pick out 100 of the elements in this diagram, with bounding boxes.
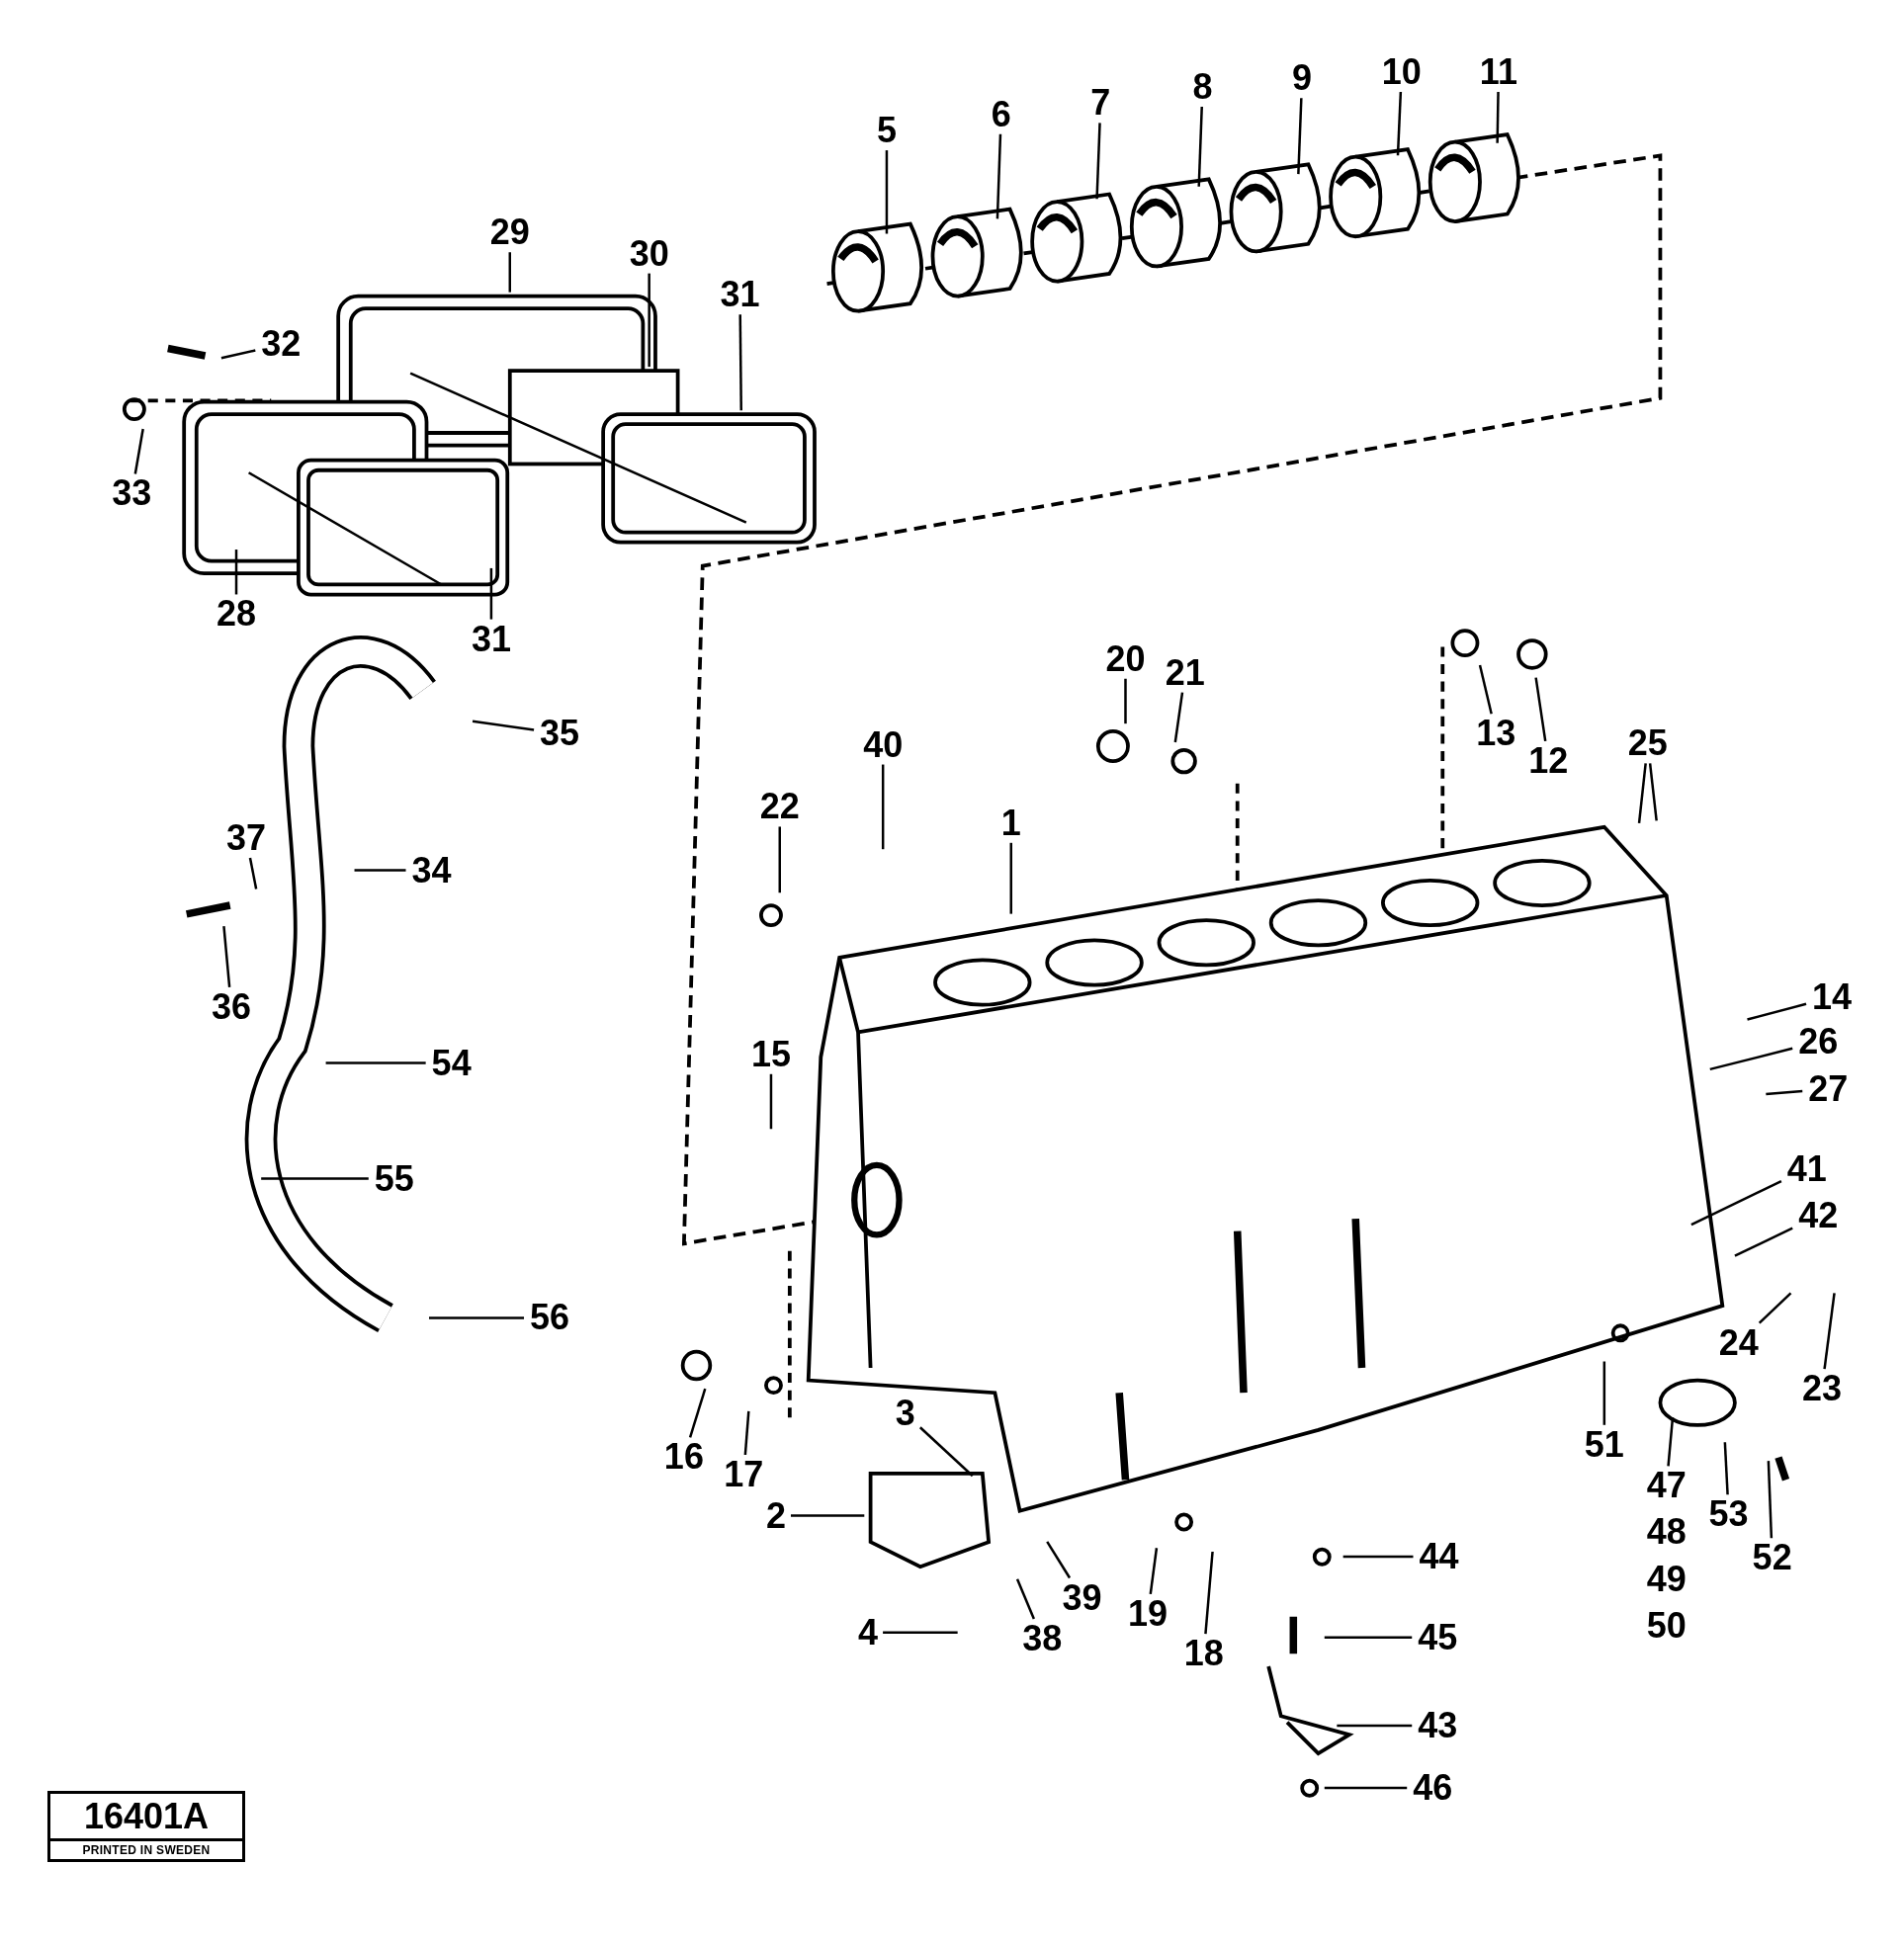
- leader-line: [1396, 91, 1403, 156]
- callout-number: 18: [1183, 1636, 1224, 1672]
- leader-line: [791, 1514, 865, 1517]
- leader-line: [688, 1388, 707, 1438]
- callout-number: 24: [1718, 1324, 1759, 1361]
- callout-number: 23: [1801, 1371, 1842, 1407]
- callout-number: 3: [895, 1396, 915, 1432]
- callout-number: 56: [530, 1300, 570, 1336]
- callout-number: 5: [876, 113, 897, 149]
- leader-line: [1149, 1548, 1159, 1595]
- callout-number: 43: [1418, 1708, 1458, 1744]
- callout-number: 46: [1413, 1770, 1453, 1806]
- leader-line: [1767, 1461, 1774, 1539]
- callout-number: 31: [471, 621, 511, 657]
- callout-number: 41: [1786, 1150, 1827, 1187]
- callout-number: 25: [1627, 725, 1668, 762]
- leader-line: [1648, 763, 1658, 821]
- leader-line: [1342, 1555, 1414, 1559]
- callout-number: 35: [540, 716, 580, 752]
- leader-line: [918, 1426, 974, 1478]
- callout-number: 22: [759, 789, 800, 825]
- callout-number: 33: [112, 475, 152, 512]
- callout-number: 42: [1798, 1198, 1839, 1234]
- leader-line: [325, 1061, 426, 1064]
- leader-line: [995, 133, 1002, 219]
- leader-line: [1324, 1786, 1408, 1790]
- leader-line: [220, 349, 256, 360]
- callout-number: 14: [1812, 978, 1853, 1015]
- callout-number: 29: [489, 214, 530, 251]
- callout-number: 36: [211, 988, 251, 1025]
- callout-number: 26: [1798, 1024, 1839, 1060]
- callout-number: 49: [1646, 1561, 1687, 1597]
- callout-number: 4: [858, 1614, 879, 1651]
- leader-line: [1204, 1551, 1214, 1635]
- leader-line: [1758, 1292, 1792, 1324]
- callout-number: 38: [1022, 1621, 1063, 1657]
- callout-number: 45: [1418, 1619, 1458, 1655]
- leader-line: [248, 857, 258, 890]
- callout-number: 30: [629, 235, 669, 272]
- leader-line: [1297, 98, 1303, 175]
- callout-number: 8: [1192, 69, 1213, 106]
- callout-number: 9: [1292, 60, 1313, 97]
- leader-line: [885, 150, 889, 234]
- callout-number: 6: [991, 96, 1011, 132]
- leader-line: [769, 1073, 773, 1130]
- leader-line: [1197, 107, 1203, 187]
- leader-line: [472, 720, 535, 731]
- callout-number: 44: [1419, 1539, 1459, 1574]
- leader-line: [1324, 1636, 1413, 1640]
- leader-line: [1602, 1361, 1606, 1425]
- leader-line: [261, 1177, 369, 1180]
- callout-number: 11: [1479, 53, 1517, 90]
- callout-number: 12: [1528, 742, 1569, 779]
- leader-line: [881, 764, 885, 850]
- callout-number: 27: [1808, 1071, 1849, 1107]
- callout-number: 53: [1708, 1496, 1749, 1533]
- leader-line: [1496, 91, 1500, 143]
- callout-number: 1: [1000, 805, 1021, 841]
- leader-line: [429, 1316, 525, 1319]
- leader-line: [1015, 1578, 1036, 1620]
- callout-number: 20: [1105, 640, 1146, 677]
- callout-number: 54: [431, 1045, 472, 1081]
- leader-line: [222, 926, 231, 988]
- callout-number: 52: [1752, 1540, 1792, 1576]
- callout-number: 55: [374, 1160, 414, 1197]
- callout-number: 48: [1646, 1513, 1687, 1550]
- leader-line: [133, 428, 144, 474]
- leader-line: [1124, 678, 1127, 724]
- leader-line: [1723, 1442, 1729, 1495]
- leader-line: [1747, 1002, 1807, 1021]
- leader-line: [1337, 1724, 1413, 1728]
- drawing-number: 16401A: [83, 1795, 210, 1838]
- callout-number: 15: [750, 1036, 791, 1072]
- leader-line: [1823, 1293, 1836, 1370]
- leader-line: [1534, 677, 1547, 742]
- leader-line: [1766, 1089, 1803, 1096]
- callout-number: 17: [724, 1457, 764, 1492]
- leader-line: [778, 826, 781, 893]
- leader-line: [354, 869, 406, 872]
- callout-number: 37: [226, 819, 267, 856]
- callout-number: 7: [1090, 85, 1111, 122]
- callout-number: 13: [1476, 716, 1516, 752]
- callout-number: 47: [1646, 1468, 1687, 1504]
- leader-line: [1734, 1227, 1793, 1257]
- callout-number: 40: [863, 726, 904, 763]
- leader-line: [743, 1410, 750, 1456]
- callout-number: 50: [1646, 1608, 1687, 1645]
- leader-line: [1709, 1047, 1793, 1071]
- callout-number: 16: [663, 1439, 704, 1476]
- leader-line: [1478, 664, 1493, 715]
- leader-line: [738, 314, 742, 411]
- callout-number: 10: [1381, 53, 1422, 90]
- leader-line: [1095, 123, 1101, 200]
- leader-line: [1009, 842, 1012, 914]
- leader-line: [648, 273, 650, 368]
- callout-number: 31: [720, 277, 760, 313]
- leader-line: [883, 1631, 958, 1634]
- callout-number: 34: [411, 852, 452, 889]
- leader-line: [234, 550, 238, 595]
- print-note: PRINTED IN SWEDEN: [50, 1838, 242, 1859]
